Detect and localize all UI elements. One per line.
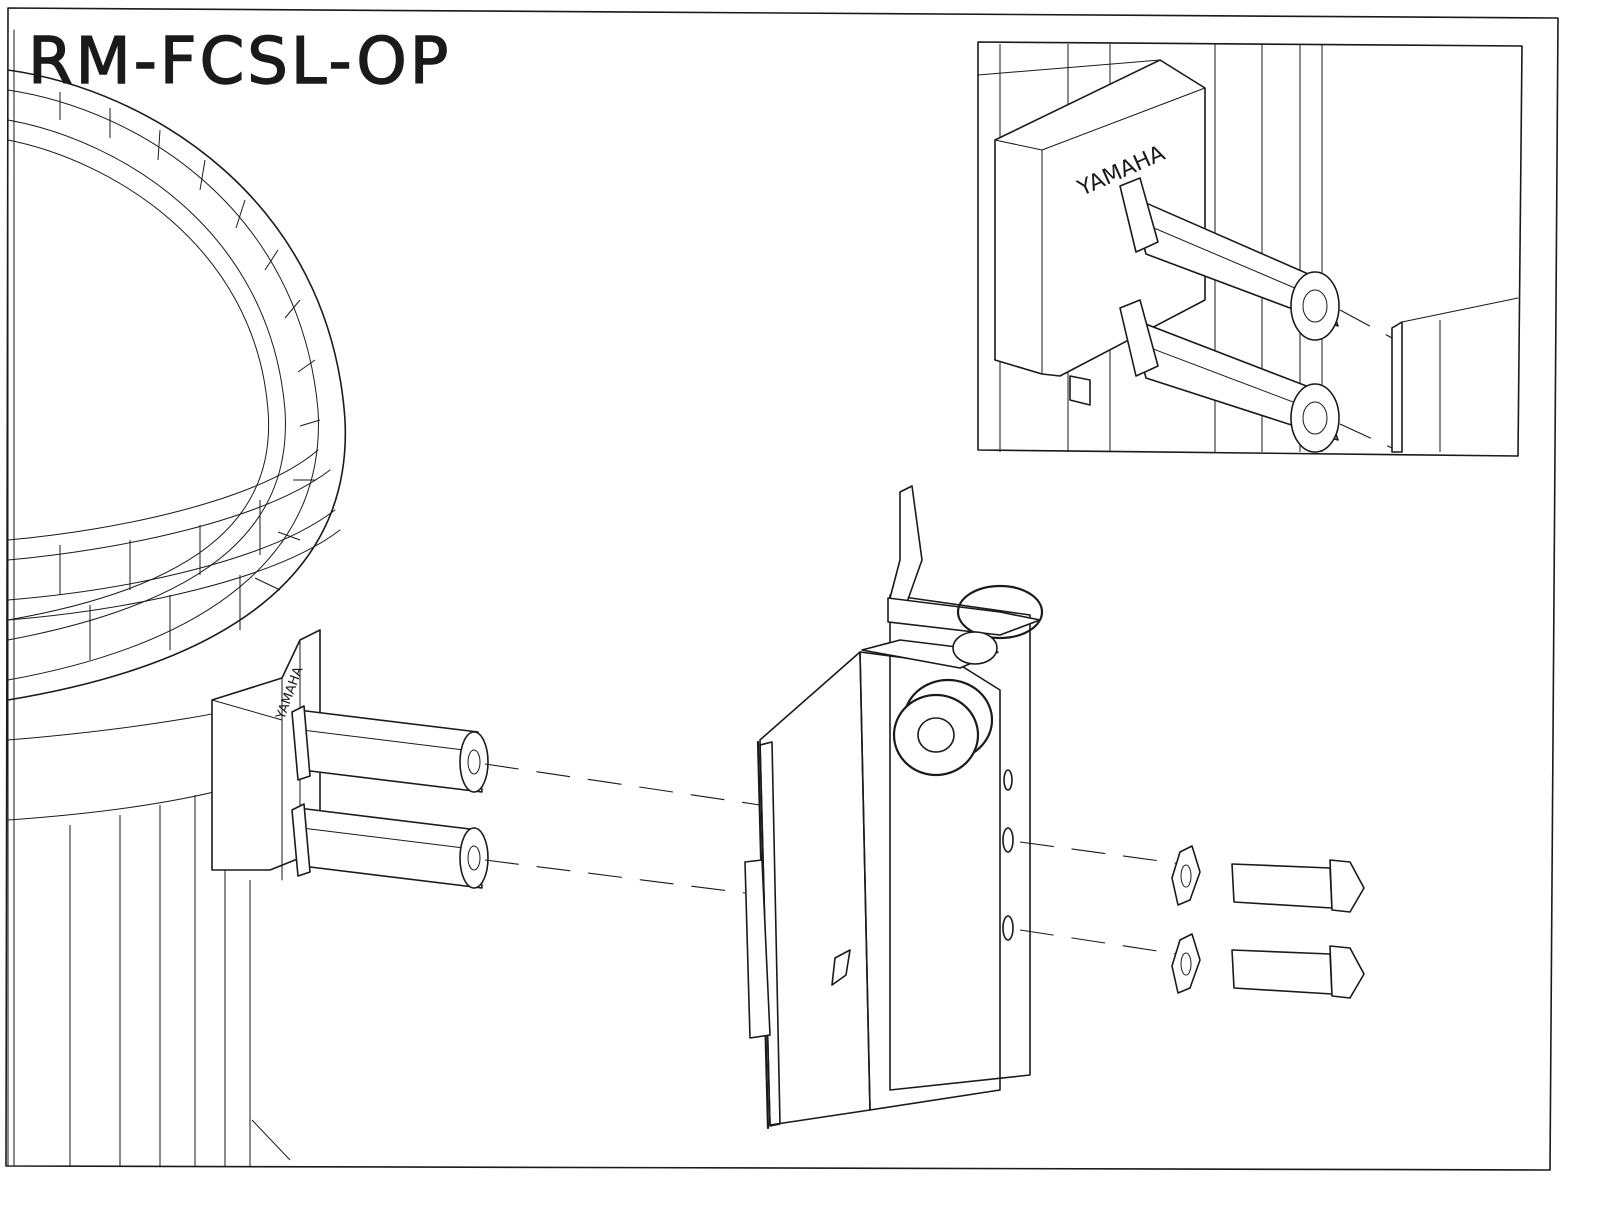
washer-upper xyxy=(1172,846,1200,905)
hex-standoff-lower xyxy=(292,804,488,888)
knob-front xyxy=(894,680,992,775)
clamp-bracket xyxy=(745,486,1040,1128)
screw-lower xyxy=(1232,946,1364,998)
hex-standoff-upper xyxy=(292,706,488,792)
detail-inset: YAMAHA xyxy=(978,42,1522,456)
screw-upper xyxy=(1232,860,1364,912)
washer-lower xyxy=(1172,934,1200,993)
drum-shell xyxy=(8,30,345,1166)
model-code-label: RM-FCSL-OP xyxy=(28,25,451,99)
alignment-lines xyxy=(485,764,1190,956)
